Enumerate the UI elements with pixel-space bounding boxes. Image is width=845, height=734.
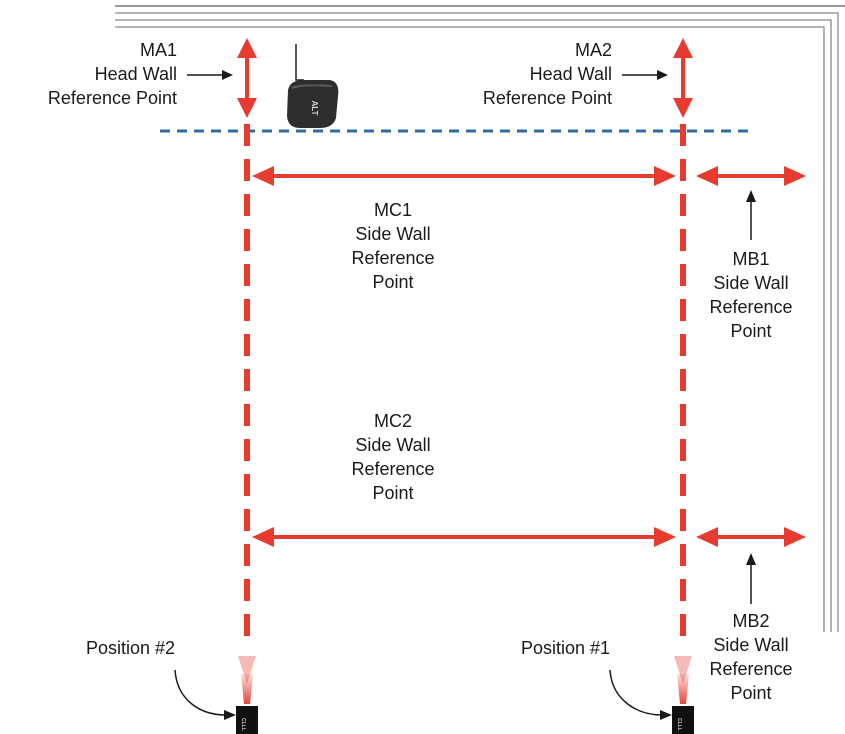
- laser-device-position-1: CLLL: [672, 656, 694, 734]
- ma1-subtitle: Head Wall: [94, 64, 177, 84]
- mb2-description-line1: Reference: [709, 659, 793, 679]
- tape-measure-brand-text: ALT: [310, 101, 319, 116]
- mb2-label: MB2 Side Wall Reference Point: [696, 609, 806, 705]
- mb2-description-line2: Point: [730, 683, 772, 703]
- laser-device-position-1-brand-text: CLLL: [676, 718, 682, 731]
- position-1-label: Position #1: [521, 638, 611, 658]
- mc2-description-line1: Reference: [351, 459, 435, 479]
- position-1-pointer-arrow: [609, 669, 672, 720]
- laser-device-position-2-brand-text: CLLL: [240, 718, 246, 731]
- mc1-title: MC1: [373, 200, 412, 220]
- tape-measure-icon: ALT: [287, 44, 339, 128]
- ma1-description: Reference Point: [47, 88, 177, 108]
- ma2-subtitle: Head Wall: [529, 64, 612, 84]
- mc1-description-line2: Point: [372, 272, 414, 292]
- ma2-pointer-arrow: [622, 70, 668, 80]
- mb1-description-line1: Reference: [709, 297, 793, 317]
- mc2-subtitle: Side Wall: [355, 435, 431, 455]
- mb2-subtitle: Side Wall: [713, 635, 789, 655]
- mc2-description-line2: Point: [372, 483, 414, 503]
- laser-device-position-2: CLLL: [236, 656, 258, 734]
- ma2-title: MA2: [574, 40, 612, 60]
- ma1-pointer-arrow: [187, 70, 233, 80]
- ma2-label: MA2 Head Wall Reference Point: [483, 38, 612, 110]
- mb2-double-arrow: [696, 527, 806, 547]
- mb1-double-arrow: [696, 166, 806, 186]
- mc2-label: MC2 Side Wall Reference Point: [318, 409, 468, 505]
- ma1-label: MA1 Head Wall Reference Point: [48, 38, 177, 110]
- mb1-subtitle: Side Wall: [713, 273, 789, 293]
- ma2-description: Reference Point: [482, 88, 612, 108]
- mc1-label: MC1 Side Wall Reference Point: [318, 198, 468, 294]
- mb2-title: MB2: [732, 611, 770, 631]
- mb1-title: MB1: [732, 249, 770, 269]
- mc1-subtitle: Side Wall: [355, 224, 431, 244]
- position-2-pointer-arrow: [174, 669, 236, 720]
- mc1-description-line1: Reference: [351, 248, 435, 268]
- mb1-pointer-arrow: [746, 190, 756, 240]
- mb1-label: MB1 Side Wall Reference Point: [696, 247, 806, 343]
- mc2-title: MC2: [373, 411, 412, 431]
- ma2-double-arrow: [673, 38, 693, 118]
- mb1-description-line2: Point: [730, 321, 772, 341]
- room-wall-corner: [115, 5, 845, 632]
- ma1-double-arrow: [237, 38, 257, 118]
- position-2-label: Position #2: [86, 638, 176, 658]
- mc1-double-arrow: [252, 166, 676, 186]
- mb2-pointer-arrow: [746, 553, 756, 604]
- mc2-double-arrow: [252, 527, 676, 547]
- ma1-title: MA1: [139, 40, 177, 60]
